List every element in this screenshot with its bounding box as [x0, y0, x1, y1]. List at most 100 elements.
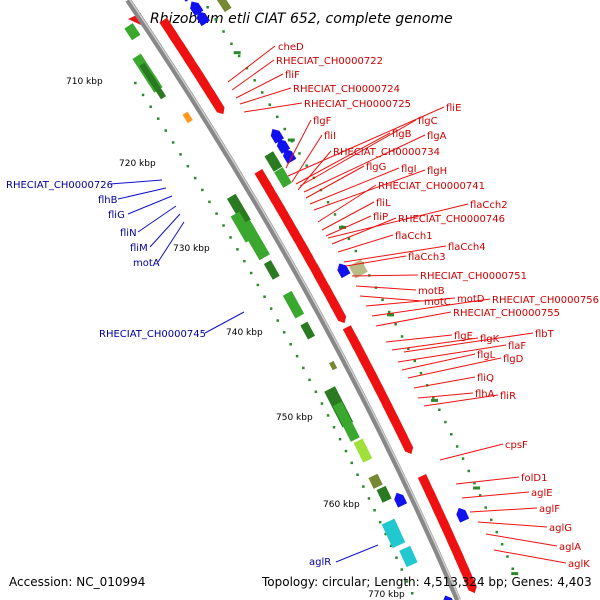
gene-label[interactable]: flaCch3 [408, 252, 446, 263]
gene-label[interactable]: flaCch4 [448, 242, 486, 253]
gene-label[interactable]: RHECIAT_CH0000756 [492, 295, 599, 306]
gene-arrow [330, 301, 347, 324]
gene-arrow [196, 11, 211, 27]
gene-label[interactable]: RHECIAT_CH0000722 [276, 56, 383, 67]
feature-block [274, 167, 292, 188]
leader-line [403, 332, 534, 353]
leader-line [231, 59, 275, 91]
gene-label[interactable]: flgK [480, 334, 500, 345]
tick-dot [511, 567, 514, 570]
tick-dot [214, 18, 217, 21]
gene-arrow-shape [442, 595, 456, 600]
gene-label[interactable]: RHECIAT_CH0000726 [6, 180, 113, 191]
feature-block [300, 321, 316, 340]
gene-label[interactable]: flgC [418, 116, 438, 127]
leader-line [243, 102, 303, 113]
gene-label[interactable]: fliF [285, 70, 300, 81]
tick-dot [411, 592, 414, 595]
feature-rect [264, 151, 283, 172]
gene-label[interactable]: RHECIAT_CH0000734 [333, 147, 440, 158]
gene-label[interactable]: RHECIAT_CH0000725 [304, 99, 411, 110]
leader-line [327, 203, 469, 239]
leader-line [417, 392, 474, 399]
gene-label[interactable]: flgA [427, 131, 447, 142]
tick-dot [373, 509, 376, 512]
leader-line [317, 184, 377, 223]
gene-label[interactable]: folD1 [521, 473, 547, 484]
gene-label[interactable]: fliE [446, 103, 461, 114]
gene-label[interactable]: flgH [427, 166, 447, 177]
major-tick [339, 225, 346, 229]
feature-block [264, 151, 283, 172]
gene-label[interactable]: fliM [130, 243, 148, 254]
gene-label[interactable]: RHECIAT_CH0000745 [99, 329, 206, 340]
gene-label[interactable]: aglF [539, 504, 560, 515]
gene-label[interactable]: RHECIAT_CH0000741 [378, 181, 485, 192]
gene-label[interactable]: aglK [568, 559, 590, 570]
gene-label[interactable]: RHECIAT_CH0000746 [398, 214, 505, 225]
gene-label[interactable]: flbT [535, 329, 555, 340]
gene-arrow-shape [330, 301, 347, 324]
gene-label[interactable]: flaF [508, 341, 526, 352]
leader-line [335, 544, 379, 563]
leader-line [385, 334, 453, 343]
gene-label[interactable]: fliL [376, 198, 391, 209]
feature-rect [282, 290, 305, 319]
gene-label[interactable]: fliN [120, 228, 137, 239]
gene-label[interactable]: RHECIAT_CH0000724 [293, 84, 400, 95]
gene-arrow-shape [397, 432, 414, 454]
gene-label[interactable]: flhA [475, 389, 495, 400]
gene-label[interactable]: motA [133, 258, 160, 269]
gene-label[interactable]: motB [418, 286, 445, 297]
tick-dot [350, 461, 353, 465]
gene-label[interactable]: cpsF [505, 440, 528, 451]
gene-label[interactable]: fliG [108, 210, 125, 221]
gene-label[interactable]: aglA [559, 542, 581, 553]
tick-dot [237, 54, 241, 58]
tick-dot [276, 319, 279, 322]
gene-label[interactable]: flgF [313, 116, 332, 127]
gene-label[interactable]: flaCch2 [470, 200, 508, 211]
gene-label[interactable]: fliI [324, 131, 336, 142]
gene-label[interactable]: aglE [531, 488, 553, 499]
tick-label: 760 kbp [323, 500, 360, 510]
gene-label[interactable]: flhB [98, 195, 118, 206]
gene-label[interactable]: flgG [366, 162, 386, 173]
gene-label[interactable]: RHECIAT_CH0000751 [420, 271, 527, 282]
tick-dot [282, 331, 286, 334]
gene-label[interactable]: aglR [309, 557, 331, 568]
gene-label[interactable]: aglG [549, 523, 572, 534]
gene-label[interactable]: cheD [278, 42, 304, 53]
feature-block [399, 545, 418, 568]
tick-dot [229, 236, 232, 239]
feature-block [226, 193, 251, 225]
gene-arrow-shape [283, 149, 297, 164]
gene-label[interactable]: flgE [454, 331, 473, 342]
tick-dot [344, 449, 348, 453]
gene-label[interactable]: flgD [503, 354, 524, 365]
gene-label[interactable]: motD [457, 294, 485, 305]
gene-label[interactable]: motC [424, 297, 451, 308]
gene-label[interactable]: fliR [500, 391, 516, 402]
gene-label[interactable]: flgL [477, 350, 496, 361]
gene-label[interactable]: fliQ [477, 373, 494, 384]
gene-label[interactable]: flaCch1 [395, 231, 433, 242]
tick-dot [419, 371, 423, 375]
leader-line [359, 295, 423, 302]
gene-label[interactable]: flgB [392, 129, 412, 140]
gene-label[interactable]: fliP [373, 212, 388, 223]
gene-label[interactable]: flgI [401, 164, 417, 175]
tick-dot [256, 283, 260, 287]
gene-arrow-shape [210, 96, 225, 115]
leader-line [149, 213, 181, 248]
feature-rect [239, 219, 270, 261]
kbp-ticks: 710 kbp 720 kbp 730 kbp 740 kbp 750 kbp … [66, 77, 405, 600]
tick-dot [438, 408, 441, 411]
tick-dot [389, 544, 393, 548]
feature-block [376, 485, 392, 503]
tick-dot [394, 323, 397, 326]
tick-dot [269, 307, 273, 310]
gene-label[interactable]: RHECIAT_CH0000755 [453, 308, 560, 319]
tick-dot [171, 141, 175, 144]
major-tick [233, 51, 241, 55]
